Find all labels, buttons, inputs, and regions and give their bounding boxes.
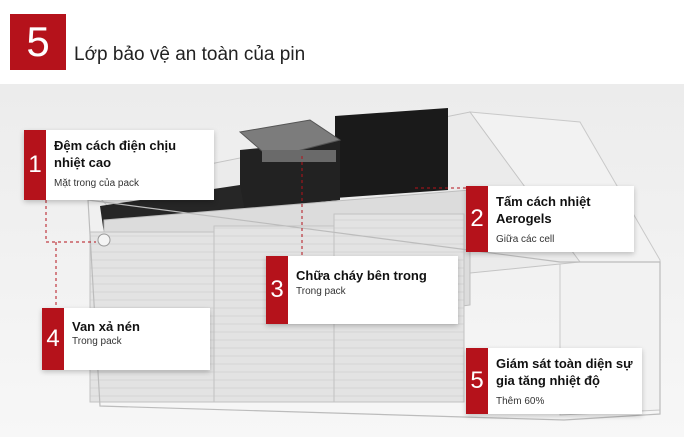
callout-subtitle: Mặt trong của pack (54, 178, 140, 189)
callout-title: Giám sát toàn diện sự gia tăng nhiệt độ (496, 356, 633, 388)
callout-subtitle: Trong pack (72, 336, 122, 347)
callout-subtitle: Giữa các cell (496, 234, 555, 245)
page-title: Lớp bảo vệ an toàn của pin (74, 44, 306, 65)
callout-number: 2 (466, 186, 488, 252)
callout-number: 1 (24, 130, 46, 200)
callout-insulation-pad: 1 Đệm cách điện chịu nhiệt cao Mặt trong… (24, 130, 214, 200)
callout-pressure-valve: 4 Van xả nén Trong pack (42, 308, 210, 370)
callout-subtitle: Trong pack (296, 286, 346, 297)
callout-title: Đệm cách điện chịu nhiệt cao (54, 138, 177, 170)
section-number-badge: 5 (10, 14, 66, 70)
callout-temperature-monitoring: 5 Giám sát toàn diện sự gia tăng nhiệt đ… (466, 348, 642, 414)
callout-title: Van xả nén (72, 319, 140, 334)
callout-number: 5 (466, 348, 488, 414)
callout-number: 4 (42, 308, 64, 370)
callout-subtitle: Thêm 60% (496, 396, 545, 407)
callout-aerogel-sheet: 2 Tấm cách nhiệt Aerogels Giữa các cell (466, 186, 634, 252)
callout-title: Chữa cháy bên trong (296, 268, 427, 283)
callout-title: Tấm cách nhiệt Aerogels (496, 194, 591, 226)
callout-number: 3 (266, 256, 288, 324)
callout-fire-suppression: 3 Chữa cháy bên trong Trong pack (266, 256, 458, 324)
